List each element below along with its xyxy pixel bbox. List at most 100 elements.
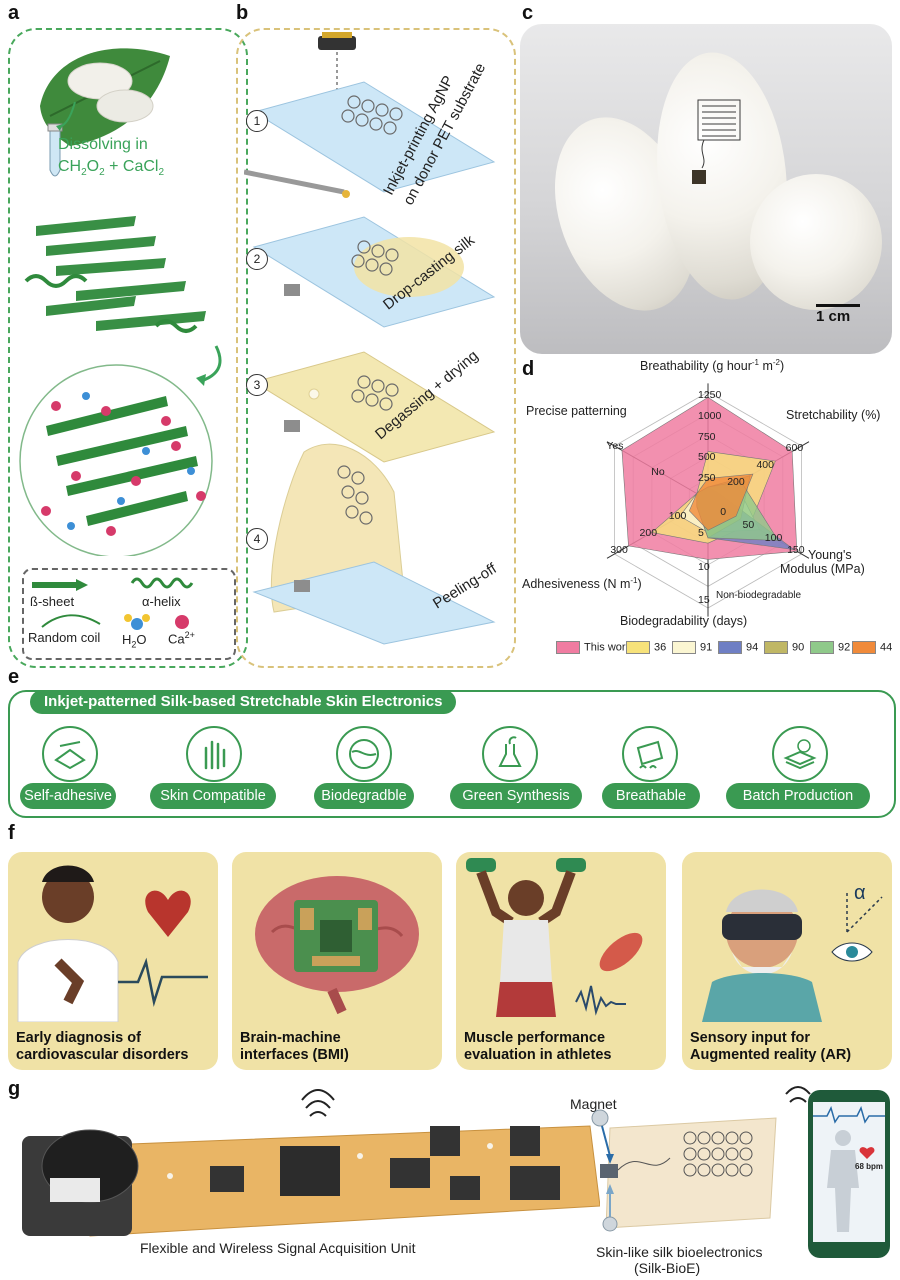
heart-rate-icon	[859, 1147, 875, 1159]
radar-chart	[606, 383, 810, 617]
legend-alpha-helix: α-helix	[142, 594, 181, 609]
radar-series-44	[688, 473, 754, 531]
legend-calcium: Ca2+	[168, 630, 195, 647]
radar-tick-label: 400	[756, 459, 774, 472]
radar-tick-label: 250	[698, 472, 716, 485]
cocoon-device-photo: 1 cm	[520, 24, 892, 354]
silk-bioe-label-line2: (Silk-BioE)	[634, 1260, 701, 1276]
legend-swatch	[672, 641, 696, 654]
silk-bioe-patch-icon	[692, 99, 741, 184]
panel-label-f: f	[8, 822, 15, 844]
legend-item-36: 36	[626, 641, 666, 654]
radar-tick-label: 500	[698, 451, 716, 464]
legend-swatch	[626, 641, 650, 654]
patient-heart-illustration	[17, 865, 208, 1022]
radar-tick-label: No	[651, 466, 665, 478]
panel-label-d: d	[522, 358, 535, 380]
radar-axis-adhesiveness: Adhesiveness (N m-1)	[522, 576, 642, 592]
radar-tick-label: 50	[742, 518, 755, 531]
human-body-icon	[827, 1130, 859, 1232]
radar-axis-precise-patterning: Precise patterning	[526, 404, 627, 418]
water-molecule-icon	[124, 614, 150, 630]
fabrication-steps-illustration	[244, 32, 496, 645]
silk-bioe-label-line1: Skin-like silk bioelectronics	[596, 1244, 763, 1260]
flask-plant-icon	[482, 726, 538, 782]
radar-tick-label: 0	[720, 505, 727, 518]
legend-swatch	[810, 641, 834, 654]
radar-tick-label: 600	[785, 442, 804, 455]
structure-legend-box	[22, 568, 236, 660]
legend-swatch	[718, 641, 742, 654]
step-number-2: 2	[246, 248, 268, 270]
flexible-pcb-illustration	[22, 1089, 600, 1237]
feature-green-synthesis: Green Synthesis	[450, 783, 582, 809]
random-coil-symbol-icon	[41, 614, 101, 628]
step-number-3: 3	[246, 374, 268, 396]
step-number-4: 4	[246, 528, 268, 550]
radar-axis-stretchability: Stretchability (%)	[786, 408, 881, 422]
legend-beta-sheet: ß-sheet	[30, 594, 75, 609]
hand-icon	[186, 726, 242, 782]
feature-self-adhesive: Self-adhesive	[20, 783, 116, 809]
legend-item-90: 90	[764, 641, 804, 654]
adhesive-icon	[42, 726, 98, 782]
smartphone-screen: 68 bpm	[813, 1102, 885, 1242]
scale-bar	[816, 304, 860, 307]
legend-item-91: 91	[672, 641, 712, 654]
calcium-ion-icon	[175, 615, 189, 629]
feature-skin-compatible: Skin Compatible	[150, 783, 276, 809]
beta-sheet-symbol-icon	[32, 579, 88, 591]
acquisition-unit-label: Flexible and Wireless Signal Acquisition…	[140, 1240, 416, 1256]
legend-swatch	[852, 641, 876, 654]
radar-tick-label: 300	[610, 543, 628, 556]
feature-breathable: Breathable	[602, 783, 700, 809]
feature-batch-production: Batch Production	[726, 783, 870, 809]
legend-swatch	[764, 641, 788, 654]
silk-bioe-device-illustration	[591, 1109, 777, 1232]
stack-clock-icon	[772, 726, 828, 782]
panel-label-g: g	[8, 1078, 21, 1100]
radar-tick-label: 5	[698, 526, 704, 539]
panel-label-e: e	[8, 666, 20, 688]
panel-e-frame: Inkjet-patterned Silk-based Stretchable …	[8, 690, 896, 818]
breathable-fabric-icon	[622, 726, 678, 782]
dissolving-text: Dissolving in	[58, 136, 148, 153]
globe-icon	[336, 726, 392, 782]
radar-tick-label: 100	[764, 531, 783, 544]
legend-water: H2O	[122, 632, 147, 650]
feature-biodegradable: Biodegradble	[314, 783, 414, 809]
heart-rate-readout: 68 bpm	[855, 1162, 884, 1171]
radar-tick-label: 150	[787, 544, 805, 557]
radar-tick-label: 100	[668, 509, 687, 522]
legend-random-coil: Random coil	[28, 630, 101, 645]
radar-tick-label: 1250	[698, 389, 722, 402]
scale-bar-label: 1 cm	[816, 308, 851, 325]
radar-tick-label: 10	[698, 560, 710, 573]
mulberry-leaf-cocoon-illustration	[40, 48, 170, 146]
brain-chip-illustration	[255, 876, 419, 1015]
features-title: Inkjet-patterned Silk-based Stretchable …	[30, 690, 457, 714]
panel-label-b: b	[236, 2, 249, 24]
ar-headset-eye-illustration	[702, 889, 883, 1022]
non-biodegradable-annotation: Non-biodegradable	[716, 590, 802, 601]
legend-item-94: 94	[718, 641, 758, 654]
step-number-1: 1	[246, 110, 268, 132]
radar-tick-label: 200	[639, 526, 658, 539]
panel-label-c: c	[522, 2, 534, 24]
panel-a-frame	[8, 28, 248, 668]
legend-swatch	[556, 641, 580, 654]
magnet-label: Magnet	[570, 1096, 617, 1112]
ecg-waveform-icon	[813, 1106, 885, 1124]
radar-axis-youngs: Young's	[808, 548, 852, 562]
radar-axis-biodegradability: Biodegradability (days)	[620, 614, 748, 628]
athlete-muscle-illustration	[466, 858, 643, 1017]
solvent-formula: CH2O2 + CaCl2	[58, 158, 165, 179]
